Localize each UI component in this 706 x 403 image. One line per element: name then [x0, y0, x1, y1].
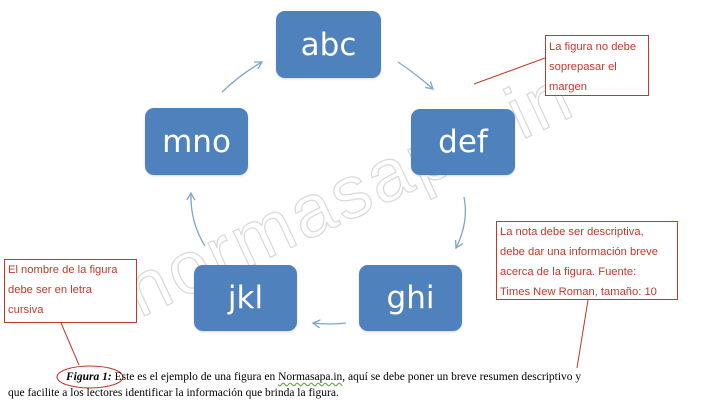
- arrow-mno-abc: [221, 61, 264, 93]
- note-description-line: Times New Roman, tamaño: 10: [500, 286, 657, 298]
- arrow-def-ghi: [454, 196, 467, 250]
- caption-text-before: Este es el ejemplo de una figura en: [114, 371, 276, 383]
- caption-site-link: Normasapa.in: [278, 371, 343, 383]
- note-margin-line: margen: [549, 81, 587, 93]
- note-margin: La figura no debe soprepasar el margen: [545, 35, 649, 96]
- note-description-line: debe dar una información breve: [500, 246, 658, 258]
- caption-text-after: , aquí se debe poner un breve resumen de…: [342, 371, 582, 383]
- caption-line-1: Figura 1: Este es el ejemplo de una figu…: [8, 369, 698, 385]
- arrow-ghi-jkl: [311, 319, 347, 329]
- note-description: La nota debe ser descriptiva, debe dar u…: [496, 221, 678, 300]
- note-description-line: La nota debe ser descriptiva,: [500, 226, 644, 238]
- caption-line-2: que facilite a los lectores identificar …: [8, 387, 339, 399]
- caption-label: Figura 1:: [66, 371, 112, 383]
- note-figure-name-line: El nombre de la figura: [8, 264, 118, 276]
- note-figure-name: El nombre de la figura debe ser en letra…: [4, 259, 137, 323]
- arrow-abc-def: [397, 61, 434, 90]
- note-margin-line: soprepasar el: [549, 61, 617, 73]
- figure-caption: Figura 1: Este es el ejemplo de una figu…: [8, 369, 698, 401]
- arrow-jkl-mno: [186, 191, 206, 247]
- callout-line-margin: [473, 57, 546, 85]
- note-description-line: acerca de la figura. Fuente:: [500, 266, 637, 278]
- callout-line-name: [60, 322, 80, 366]
- node-ghi: ghi: [359, 265, 462, 331]
- callout-line-description: [576, 299, 589, 369]
- node-abc: abc: [276, 11, 381, 78]
- note-figure-name-line: cursiva: [8, 304, 44, 316]
- note-figure-name-line: debe ser en letra: [8, 284, 92, 296]
- note-margin-line: La figura no debe: [549, 41, 637, 53]
- node-mno: mno: [145, 108, 248, 175]
- node-def: def: [411, 109, 515, 175]
- node-jkl: jkl: [194, 265, 297, 331]
